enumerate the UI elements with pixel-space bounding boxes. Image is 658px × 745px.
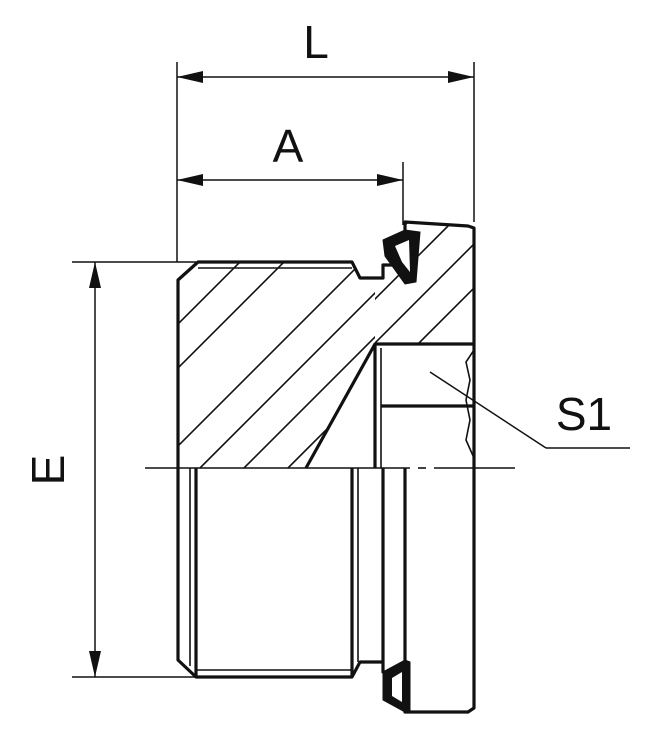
arrowhead-e-top bbox=[89, 262, 101, 288]
lower-outline bbox=[176, 468, 476, 714]
leader-line-s1 bbox=[429, 371, 547, 449]
socket-hex-edge bbox=[465, 349, 475, 459]
arrowhead-a-left bbox=[177, 174, 203, 186]
dimension-l: L bbox=[176, 16, 475, 262]
arrowhead-e-bottom bbox=[89, 651, 101, 677]
arrowhead-a-right bbox=[377, 174, 403, 186]
hatch-head bbox=[375, 222, 474, 344]
label-e: E bbox=[22, 455, 74, 486]
lower-outside-view bbox=[176, 468, 476, 714]
dimension-e: E bbox=[22, 261, 196, 678]
label-s1: S1 bbox=[556, 388, 612, 440]
label-l: L bbox=[303, 16, 329, 68]
arrowhead-left bbox=[177, 71, 203, 83]
upper-outline bbox=[176, 220, 476, 468]
hatch-thread-body bbox=[178, 262, 375, 468]
label-a: A bbox=[273, 120, 304, 172]
dimension-s1: S1 bbox=[429, 371, 630, 449]
arrowhead-right bbox=[448, 71, 474, 83]
upper-section-view bbox=[176, 220, 476, 469]
dimension-a: A bbox=[177, 120, 404, 225]
